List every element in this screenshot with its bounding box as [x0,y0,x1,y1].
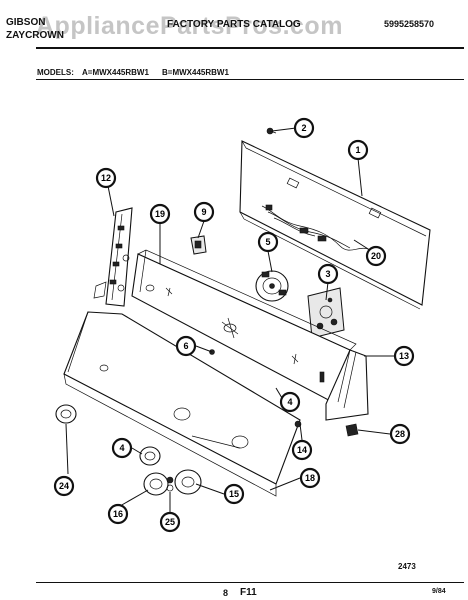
callout-4-upper: 4 [279,391,301,413]
callout-16: 16 [107,503,129,525]
svg-text:24: 24 [59,481,69,491]
brand-line-1: GIBSON [6,17,46,28]
switch-part-9 [190,235,207,255]
svg-text:2: 2 [301,123,306,133]
svg-text:19: 19 [155,209,165,219]
leader-lines [65,127,394,514]
callout-9: 9 [193,201,215,223]
svg-text:9: 9 [201,207,206,217]
brand-line-2: ZAYCROWN [6,30,64,41]
callout-5: 5 [257,231,279,253]
svg-text:18: 18 [305,473,315,483]
callout-13: 13 [393,345,415,367]
callout-28: 28 [389,423,411,445]
svg-text:5: 5 [265,237,270,247]
console-base-part [63,311,302,497]
footer-rule [36,582,464,583]
diagram-number: 2473 [398,562,416,571]
timer-part-5 [255,270,289,302]
callout-6: 6 [175,335,197,357]
svg-text:14: 14 [297,445,307,455]
callout-1: 1 [347,139,369,161]
callout-19: 19 [149,203,171,225]
spring-part-25 [166,476,174,492]
knob-part-16 [143,472,169,496]
callout-2: 2 [293,117,315,139]
end-cap-part-13 [325,349,369,421]
page-code: F11 [240,587,257,598]
callout-24: 24 [53,475,75,497]
watermark: AppliancePartsPros.com [36,12,343,40]
models-label: MODELS: [37,68,74,77]
svg-text:16: 16 [113,509,123,519]
svg-text:28: 28 [395,429,405,439]
models-rule [36,79,464,80]
knob-part-4 [139,446,161,466]
svg-text:1: 1 [355,145,360,155]
svg-text:4: 4 [287,397,292,407]
svg-text:20: 20 [371,251,381,261]
catalog-number: 5995258570 [384,19,435,29]
date-code: 9/84 [432,588,446,595]
callout-4-lower: 4 [111,437,133,459]
svg-text:6: 6 [183,341,188,351]
bracket-assembly-part [93,207,133,307]
svg-text:4: 4 [119,443,124,453]
knob-part-24 [55,404,77,424]
knob-part-15 [174,469,202,495]
callout-18: 18 [299,467,321,489]
callout-25: 25 [159,511,181,533]
page-marker: 8 [223,588,229,598]
callout-15: 15 [223,483,245,505]
svg-text:12: 12 [101,173,111,183]
callout-14: 14 [291,439,313,461]
callout-3: 3 [317,263,339,285]
svg-text:3: 3 [325,269,330,279]
svg-text:25: 25 [165,517,175,527]
svg-text:15: 15 [229,489,239,499]
header-rule [36,47,464,49]
callout-20: 20 [365,245,387,267]
svg-text:13: 13 [399,351,409,361]
clip-part-28 [345,423,359,437]
timer-part-3 [307,287,345,339]
model-a: A=MWX445RBW1 [82,68,149,77]
model-b: B=MWX445RBW1 [162,68,229,77]
callout-12: 12 [95,167,117,189]
catalog-title: FACTORY PARTS CATALOG [167,19,301,30]
